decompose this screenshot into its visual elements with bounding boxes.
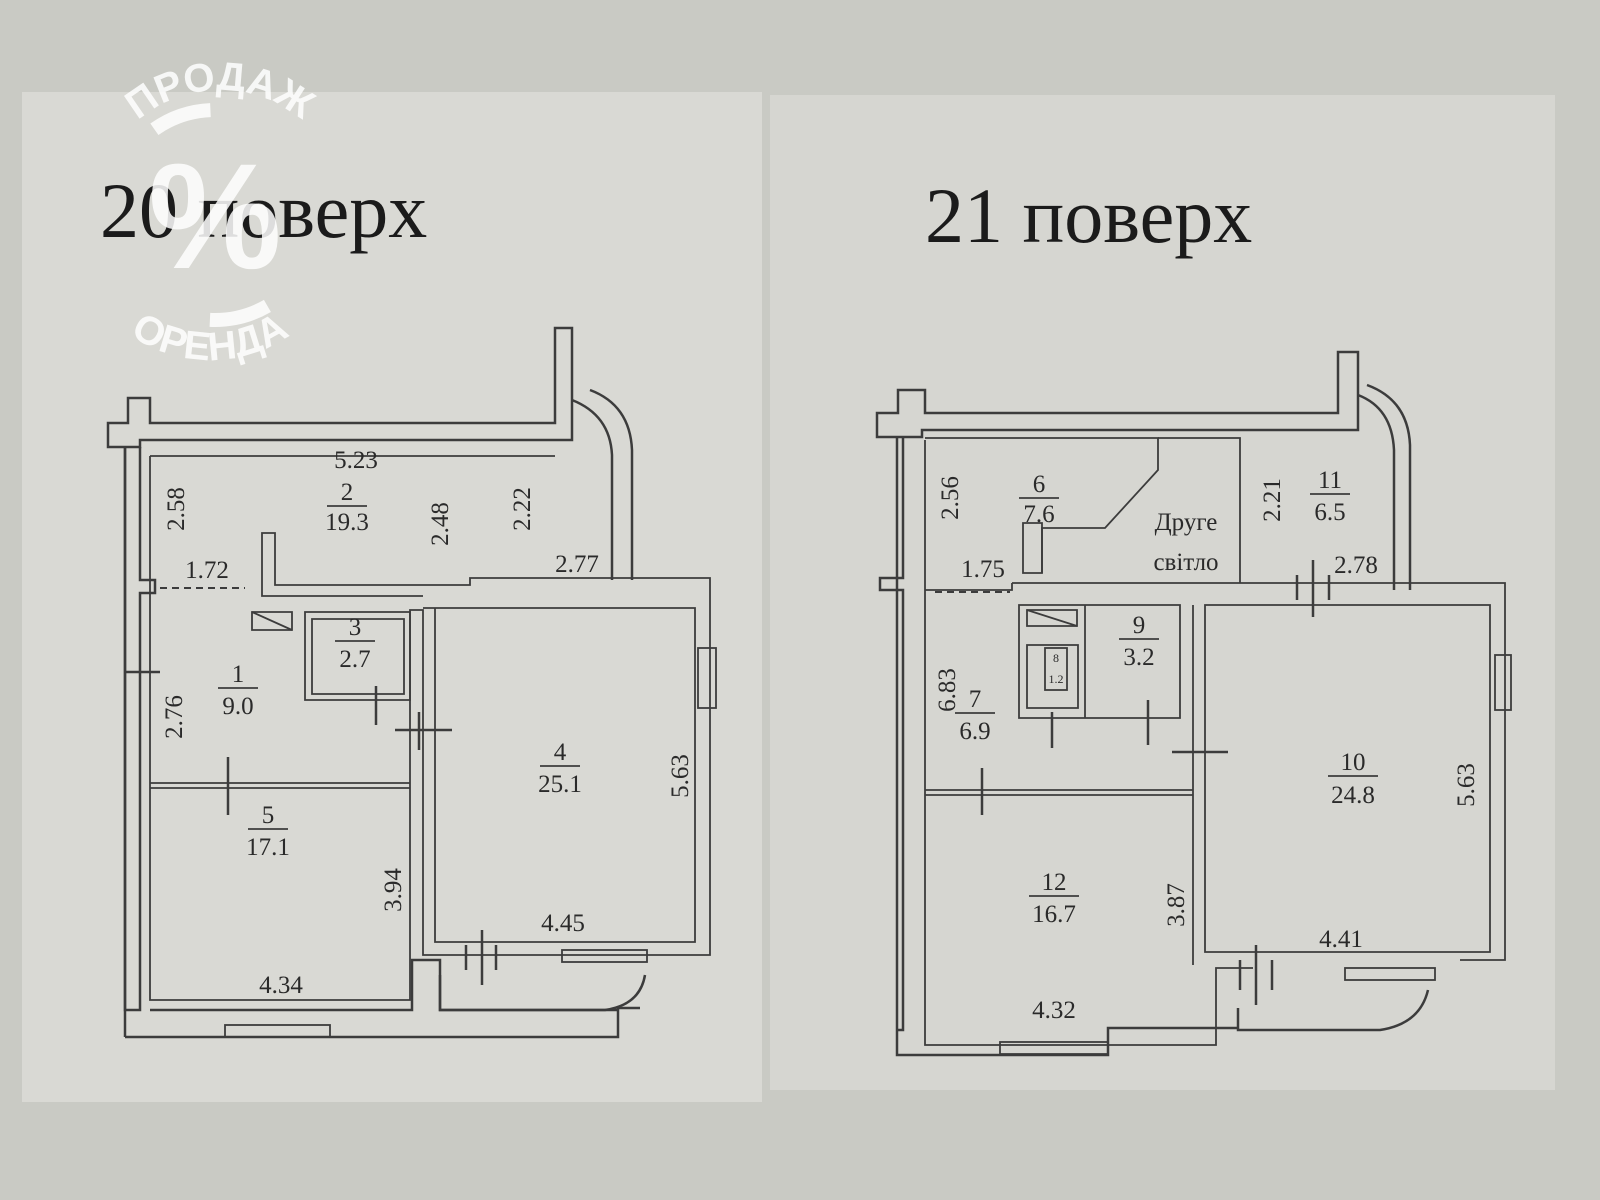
logo-percent-symbol: %	[148, 132, 281, 300]
dim-room10-width: 4.41	[1319, 926, 1363, 953]
watermark-logo: ПРОДАЖ ОРЕНДА %	[103, 54, 327, 370]
room-3-area: 2.7	[339, 646, 370, 673]
room-5-area: 17.1	[246, 834, 290, 861]
logo-top-text: ПРОДАЖ	[118, 54, 323, 127]
room-3-number: 3	[349, 614, 362, 641]
dim-room12-height: 3.87	[1163, 883, 1190, 927]
logo-bottom-text: ОРЕНДА	[125, 305, 295, 370]
dim-hall-dash: 1.72	[185, 557, 229, 584]
plan-left-room-labels: 2 19.3 3 2.7 1 9.0 4 25.1 5 17.1	[218, 479, 582, 861]
dim-hall-height: 2.76	[161, 695, 188, 739]
room-2-number: 2	[341, 479, 354, 506]
room-6-area: 7.6	[1023, 501, 1054, 528]
dim-right-hall-dash: 1.75	[961, 556, 1005, 583]
room-12-number: 12	[1042, 869, 1067, 896]
dim-right-right-top: 2.78	[1334, 552, 1378, 579]
dim-room5-width: 4.34	[259, 972, 303, 999]
dim-right-mid: 2.21	[1259, 478, 1286, 522]
room-7-number: 7	[969, 686, 982, 713]
dim-room4-width: 4.45	[541, 910, 585, 937]
room-10-number: 10	[1341, 749, 1366, 776]
room-11-number: 11	[1318, 467, 1342, 494]
room-9-area: 3.2	[1123, 644, 1154, 671]
plan-right-room-labels: 6 7.6 Друге світло 11 6.5 9 3.2 8 1.2 7 …	[955, 467, 1378, 928]
second-light-label-line1: Друге	[1155, 509, 1218, 536]
floor-plan-20	[22, 92, 762, 1102]
room-5-number: 5	[262, 802, 275, 829]
dim-right-left-top: 2.56	[937, 476, 964, 520]
dim-room4-height: 5.63	[667, 754, 694, 798]
dim-room12-width: 4.32	[1032, 997, 1076, 1024]
room-7-area: 6.9	[959, 718, 990, 745]
logo-ring-icon	[103, 103, 327, 327]
room-10-area: 24.8	[1331, 782, 1375, 809]
room-4-area: 25.1	[538, 771, 582, 798]
second-light-label-line2: світло	[1153, 549, 1218, 576]
dim-right-top: 2.77	[555, 551, 599, 578]
floor-plan-21	[770, 95, 1555, 1090]
plan-left-title: 20 поверх	[100, 167, 427, 254]
dim-mid-b: 2.22	[509, 487, 536, 531]
plan-left-walls	[106, 326, 717, 1039]
room-12-area: 16.7	[1032, 901, 1076, 928]
plan-right-walls	[875, 350, 1512, 1057]
plan-right-title: 21 поверх	[925, 172, 1252, 259]
plan-left-dimensions: 5.23 2.58 2.48 2.22 1.72 2.77 2.76 5.63 …	[161, 447, 694, 999]
dim-right-hall-height: 6.83	[934, 668, 961, 712]
room-8-number: 8	[1053, 651, 1059, 665]
room-4-number: 4	[554, 739, 567, 766]
room-1-number: 1	[232, 661, 245, 688]
dim-room5-height: 3.94	[380, 868, 407, 912]
dim-mid-a: 2.48	[427, 502, 454, 546]
dim-top-width: 5.23	[334, 447, 378, 474]
room-2-area: 19.3	[325, 509, 369, 536]
dim-room10-height: 5.63	[1453, 763, 1480, 807]
dim-left-top: 2.58	[163, 487, 190, 531]
plan-right-dimensions: 2.56 2.21 1.75 2.78 6.83 5.63 3.87 4.41 …	[934, 476, 1480, 1024]
room-11-area: 6.5	[1314, 499, 1345, 526]
room-1-area: 9.0	[222, 693, 253, 720]
room-9-number: 9	[1133, 612, 1146, 639]
room-6-number: 6	[1033, 471, 1046, 498]
room-8-area: 1.2	[1049, 672, 1064, 686]
